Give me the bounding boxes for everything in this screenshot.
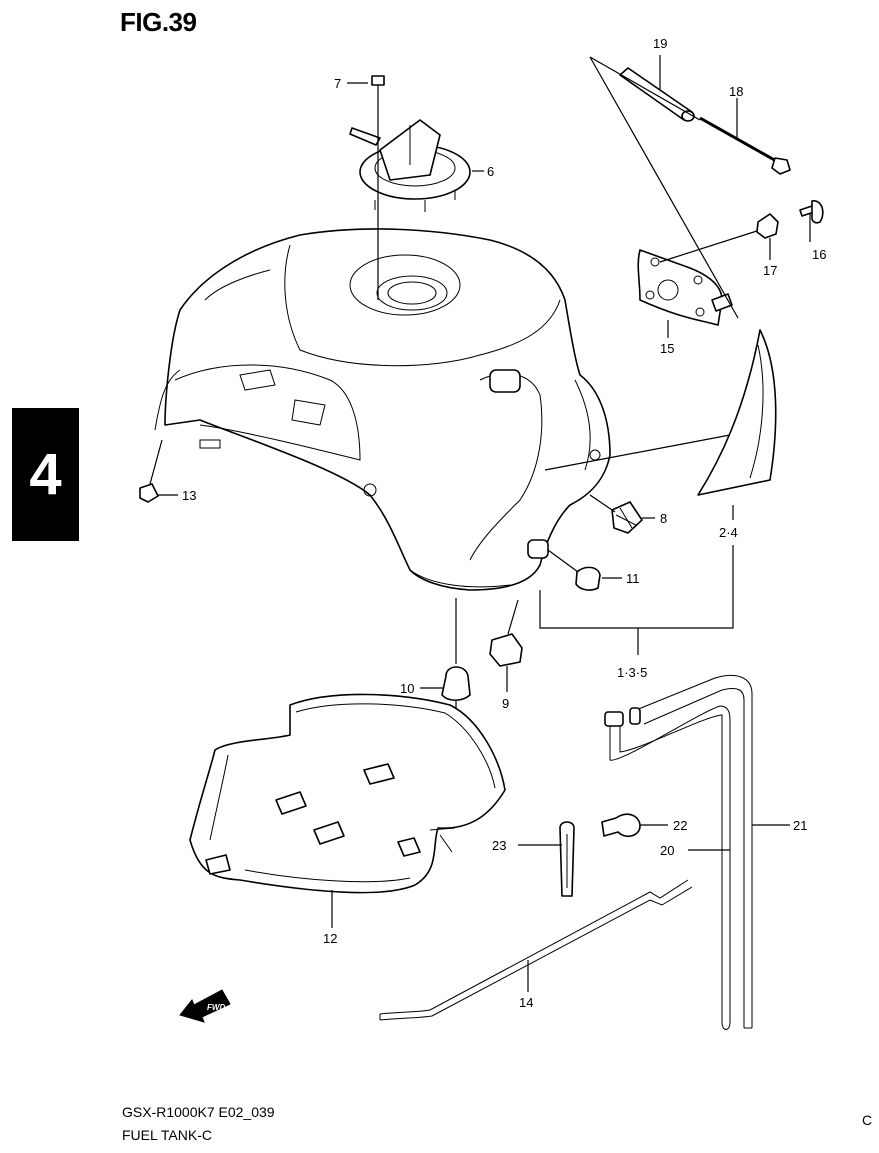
callout-15: 15 [660,341,674,356]
bolt-13 [139,439,163,503]
callout-21: 21 [793,818,807,833]
fuel-cap-assembly [349,119,471,212]
cushion-9 [489,633,523,667]
callout-17: 17 [763,263,777,278]
fwd-arrow-icon: FWD [179,989,231,1023]
callout-19: 19 [653,36,667,51]
callout-23: 23 [492,838,506,853]
fuel-tank [154,228,611,591]
figure-title: FIG.39 [120,7,197,37]
callout-12: 12 [323,931,337,946]
breather-hose-21 [629,674,753,1029]
clamp-23 [559,821,575,897]
callout-22: 22 [673,818,687,833]
callout-2-4: 2·4 [719,525,738,540]
footer-model-code: GSX-R1000K7 E02_039 [122,1104,275,1120]
section-tab: 4 [12,408,79,541]
callout-13: 13 [182,488,196,503]
callout-7: 7 [334,76,341,91]
nut-17 [756,213,779,239]
side-cover-2-4 [697,329,777,496]
bracket-15 [637,249,733,326]
callout-6: 6 [487,164,494,179]
callout-18: 18 [729,84,743,99]
callout-9: 9 [502,696,509,711]
screw-16 [799,200,824,224]
callout-16: 16 [812,247,826,262]
callout-10: 10 [400,681,414,696]
long-bolt-18 [699,116,791,175]
footer-part-name: FUEL TANK-C [122,1127,212,1143]
drain-hose-14 [379,879,693,1021]
fwd-label: FWD [207,1003,225,1012]
bolt-7 [371,75,385,98]
tank-heat-shield-12 [189,693,506,894]
callout-1-3-5: 1·3·5 [617,665,647,680]
callout-11: 11 [626,571,640,586]
callout-20: 20 [660,843,674,858]
cap-11 [527,539,601,591]
callout-14: 14 [519,995,533,1010]
callout-8: 8 [660,511,667,526]
cushion-10 [441,666,471,712]
page-mark: C [862,1112,873,1128]
grommet-8 [611,501,643,534]
rubber-tube-19 [619,67,695,122]
breather-hose-20 [604,705,731,1030]
clamp-22 [601,813,641,838]
